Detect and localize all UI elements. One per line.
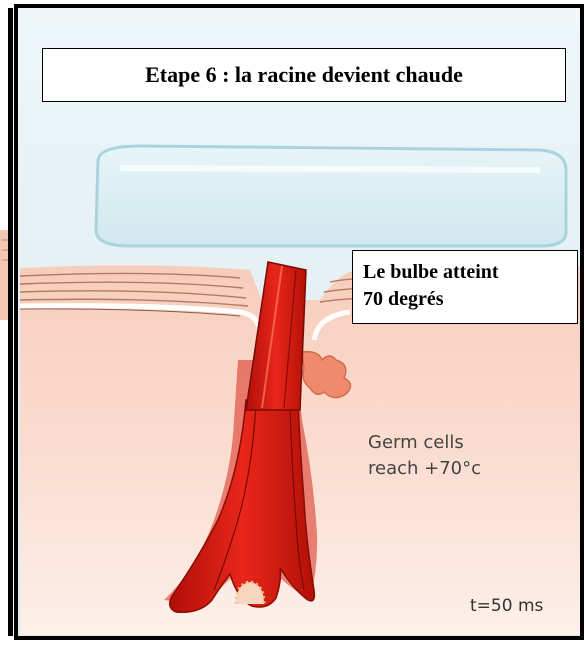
cooling-gel xyxy=(96,146,566,246)
bulb-temperature-label: Le bulbe atteint 70 degrés xyxy=(352,250,578,324)
step-title: Etape 6 : la racine devient chaude xyxy=(42,48,566,102)
annotation-line1: Germ cells xyxy=(368,430,481,456)
germ-cells-annotation: Germ cells reach +70°c xyxy=(368,430,481,482)
bulb-label-line2: 70 degrés xyxy=(363,286,567,313)
bulb-label-line1: Le bulbe atteint xyxy=(363,259,567,286)
time-label: t=50 ms xyxy=(470,596,543,616)
annotation-line2: reach +70°c xyxy=(368,456,481,482)
previous-frame-edge xyxy=(0,0,14,645)
